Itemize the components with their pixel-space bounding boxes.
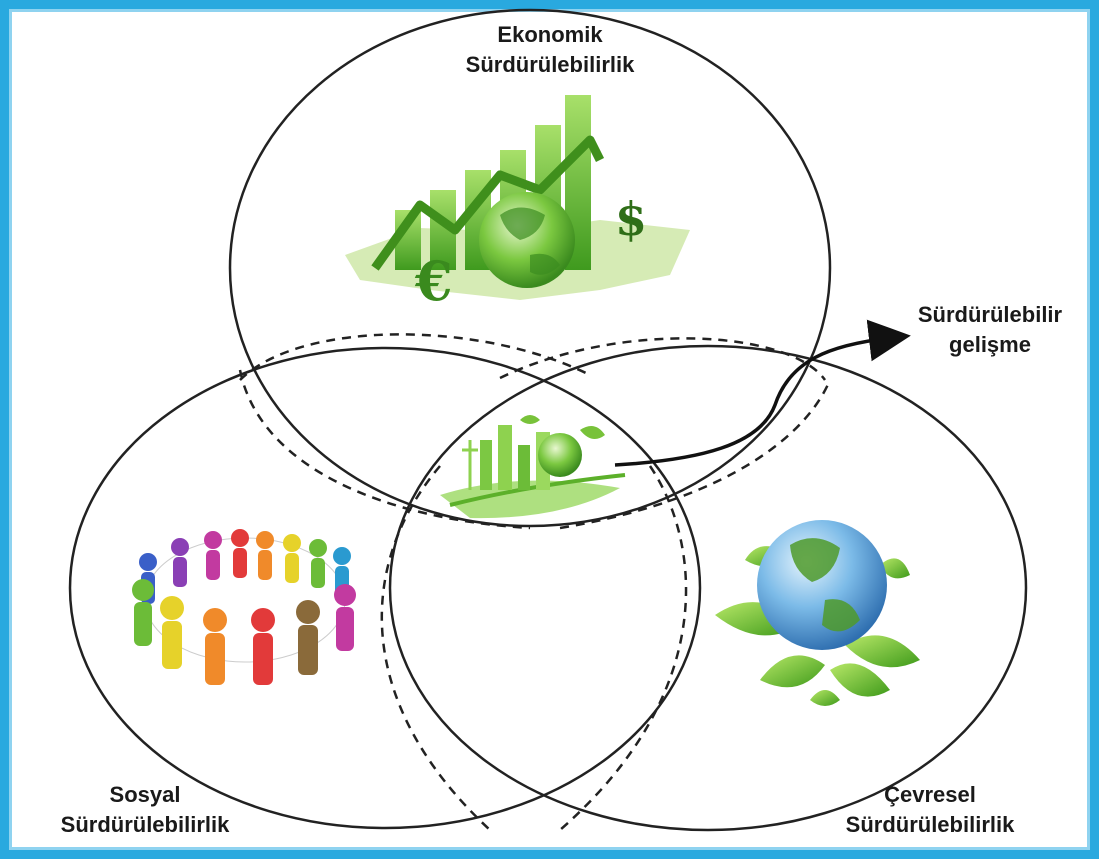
center-label-line2: gelişme [949,332,1031,357]
center-label-line1: Sürdürülebilir [917,302,1063,327]
social-label-line2: Sürdürülebilirlik [60,812,230,837]
economic-circle [228,8,832,528]
social-circle [68,346,702,830]
svg-text:$: $ [615,192,647,246]
economic-label-line1: Ekonomik [497,22,603,47]
dashed-arc-right-lower [559,379,832,530]
environmental-label-line2: Sürdürülebilirlik [845,812,1015,837]
environmental-label: Çevresel Sürdürülebilirlik [820,780,1040,840]
environmental-label-line1: Çevresel [884,782,976,807]
arrow-to-sustainable-development [614,319,911,467]
environmental-circle [388,344,1028,832]
social-label: Sosyal Sürdürülebilirlik [35,780,255,840]
dashed-arc-left-lower [238,369,531,530]
svg-text:€: € [414,249,453,313]
economy-globe-chart-icon: $ € [345,95,690,313]
globe-leaves-icon [715,520,920,706]
people-circle-icon [132,529,356,685]
dashed-arc-right [499,337,827,381]
dashed-arc-bottom-left [380,465,491,831]
center-label: Sürdürülebilir gelişme [890,300,1090,360]
social-label-line1: Sosyal [109,782,181,807]
economic-label-line2: Sürdürülebilirlik [465,52,635,77]
green-city-icon [440,415,626,519]
economic-label: Ekonomik Sürdürülebilirlik [440,20,660,80]
economic-dashed-arc [239,333,591,381]
dashed-arc-bottom-right [559,465,688,831]
